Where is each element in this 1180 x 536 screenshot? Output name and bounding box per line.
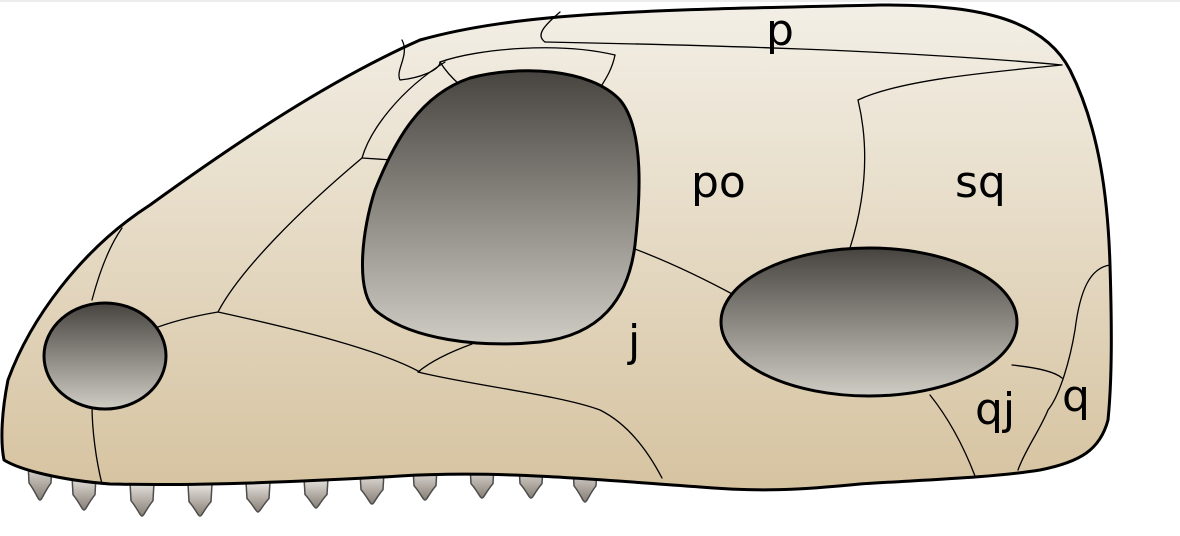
- label-postorbital: po: [691, 157, 746, 208]
- label-quadratojugal: qj: [975, 384, 1015, 435]
- suture-nasal: [217, 157, 363, 313]
- suture-maxilla-long: [217, 311, 421, 373]
- suture-quadrate: [1011, 364, 1063, 379]
- suture-jugal-lower: [417, 343, 473, 373]
- suture-premaxilla-lower: [91, 404, 103, 485]
- suture-skull-table: [544, 41, 1063, 66]
- suture-quadratojugal: [929, 394, 976, 477]
- suture-jugal-quadratojugal: [417, 371, 663, 479]
- suture-lacrimal: [361, 61, 446, 159]
- suture-squamosal-top: [857, 64, 1063, 101]
- tooth: [187, 483, 213, 517]
- label-squamosal: sq: [955, 157, 1006, 208]
- suture-postfrontal-arc: [439, 47, 616, 63]
- suture-squamosal-back: [1017, 264, 1111, 471]
- label-quadrate: q: [1062, 371, 1090, 422]
- suture-premaxilla: [91, 227, 123, 301]
- suture-postorbital-jugal: [631, 247, 737, 297]
- label-jugal: j: [627, 316, 640, 367]
- nostril-opening: [42, 301, 168, 411]
- suture-parietal-front: [540, 11, 561, 43]
- suture-postorbital-squamosal: [849, 99, 866, 249]
- temporal-fenestra: [719, 246, 1019, 398]
- tooth: [359, 471, 385, 505]
- tooth: [303, 477, 329, 509]
- tooth: [129, 481, 155, 517]
- label-parietal: p: [766, 5, 794, 56]
- tooth: [245, 481, 271, 513]
- tooth: [71, 475, 97, 511]
- orbit-opening: [361, 69, 641, 346]
